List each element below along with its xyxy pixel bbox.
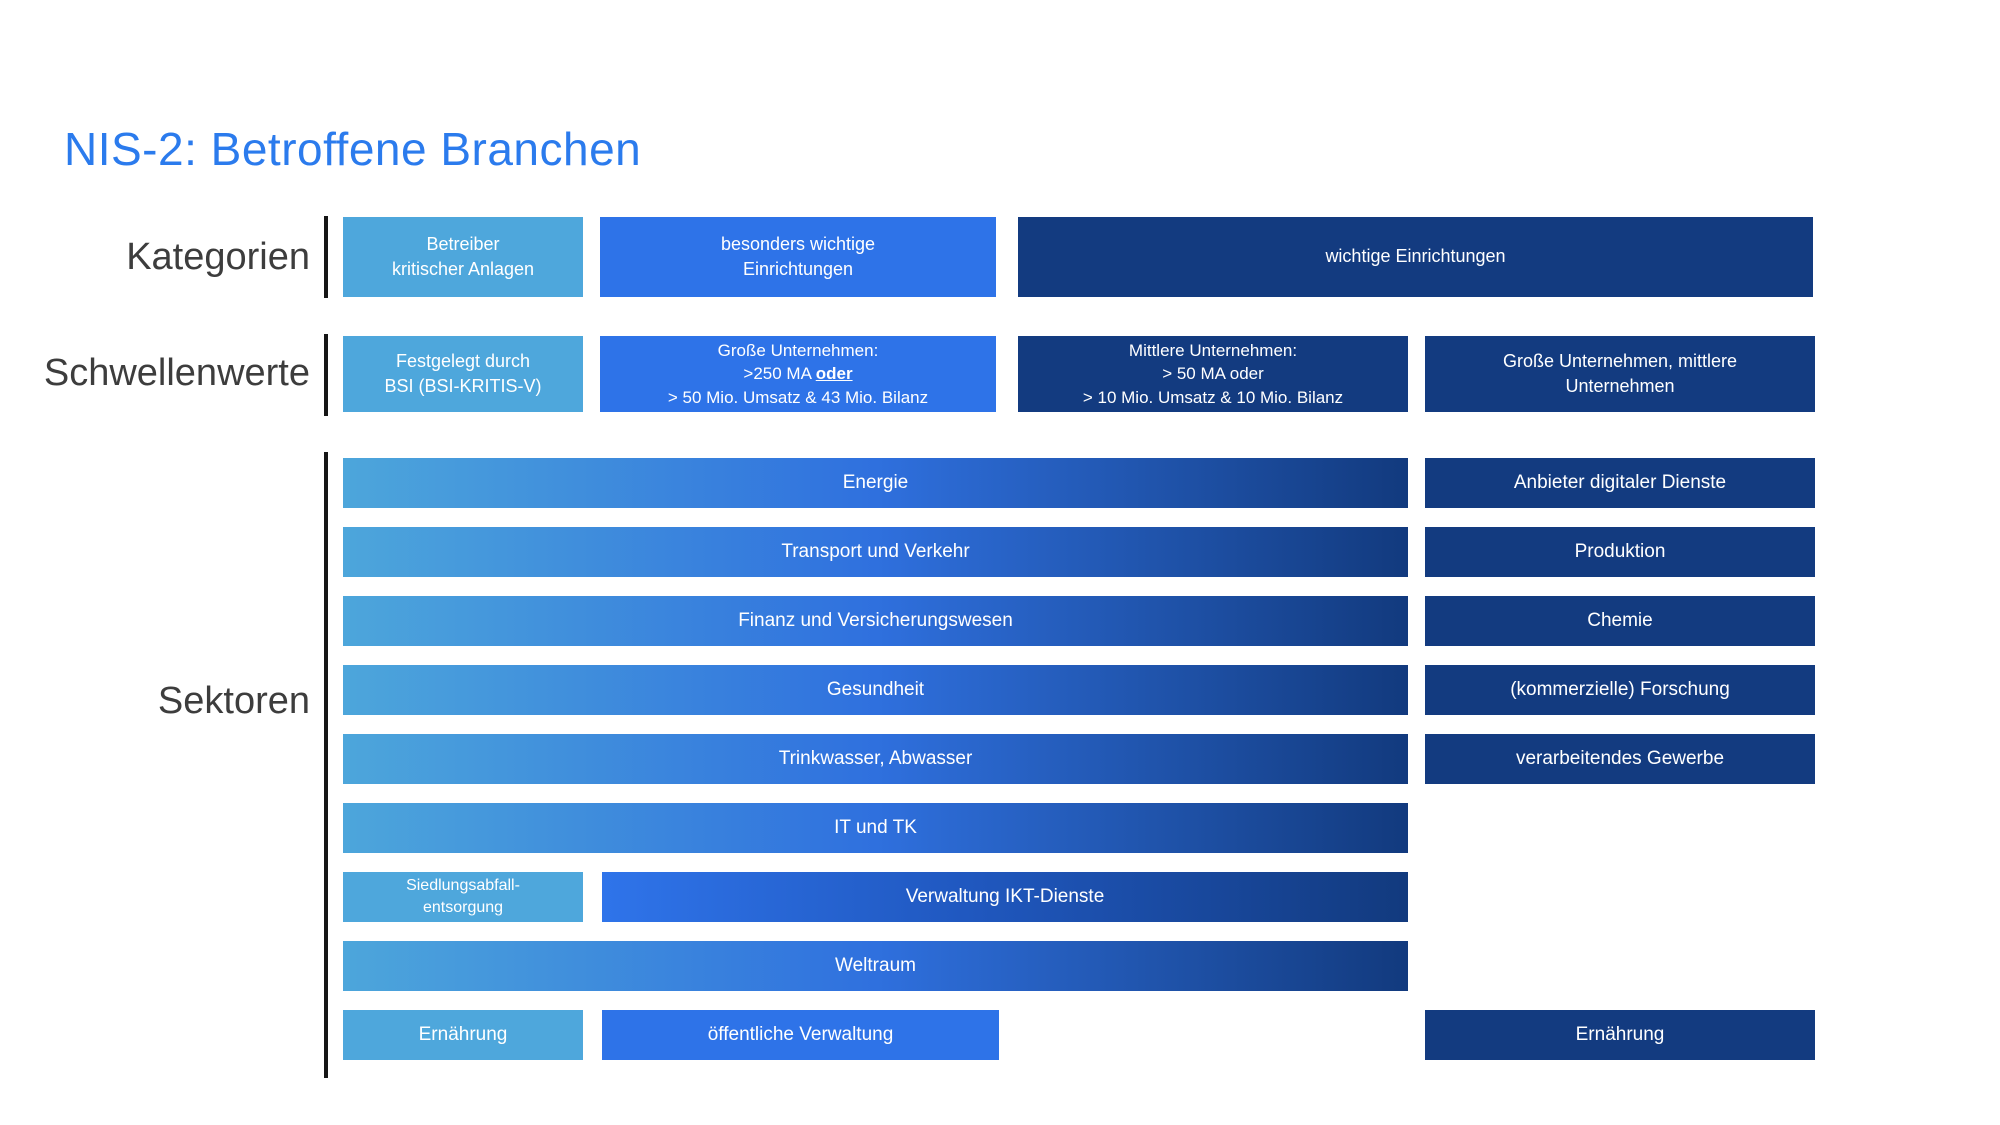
sector-label: Anbieter digitaler Dienste bbox=[1513, 471, 1727, 493]
sector-label: Weltraum bbox=[835, 954, 916, 976]
box-line: > 10 Mio. Umsatz & 10 Mio. Bilanz bbox=[1082, 387, 1344, 407]
sector-label: Energie bbox=[842, 471, 909, 493]
digital-sector-box-kommerzielle-forschung: (kommerzielle) Forschung bbox=[1425, 665, 1815, 715]
box-line: >250 MA oder bbox=[743, 362, 852, 385]
threshold-box-bsi-kritis: Festgelegt durch BSI (BSI-KRITIS-V) bbox=[343, 336, 583, 412]
row-label-schwellenwerte: Schwellenwerte bbox=[43, 352, 310, 394]
sector-box-siedlungsabfallentsorgung: Siedlungsabfall- entsorgung bbox=[343, 872, 583, 922]
category-box-betreiber-kritischer-anlagen: Betreiber kritischer Anlagen bbox=[343, 217, 583, 297]
sector-row-trinkwasser-abwasser: Trinkwasser, Abwasser bbox=[343, 734, 1408, 784]
box-line: Einrichtungen bbox=[742, 259, 854, 279]
box-line: wichtige Einrichtungen bbox=[1325, 246, 1506, 267]
sector-row-energie: Energie bbox=[343, 458, 1408, 508]
box-line: BSI (BSI-KRITIS-V) bbox=[384, 376, 542, 396]
digital-sector-box-chemie: Chemie bbox=[1425, 596, 1815, 646]
sector-row-gesundheit: Gesundheit bbox=[343, 665, 1408, 715]
oder-emphasis: oder bbox=[815, 364, 853, 384]
digital-sector-box-produktion: Produktion bbox=[1425, 527, 1815, 577]
sector-row-weltraum: Weltraum bbox=[343, 941, 1408, 991]
box-line: Mittlere Unternehmen: bbox=[1128, 340, 1298, 360]
sektoren-divider-line bbox=[324, 452, 328, 1078]
sector-row-finanz-und-versicherungswesen: Finanz und Versicherungswesen bbox=[343, 596, 1408, 646]
sector-label: Transport und Verkehr bbox=[781, 540, 970, 562]
threshold-box-grosse-unternehmen: Große Unternehmen: >250 MA oder > 50 Mio… bbox=[600, 336, 996, 412]
box-line-prefix: >250 MA bbox=[743, 364, 816, 384]
sector-label: IT und TK bbox=[834, 816, 917, 838]
box-line: Große Unternehmen, mittlere Unternehmen bbox=[1502, 350, 1738, 396]
sector-label: Chemie bbox=[1587, 609, 1653, 631]
sector-label: Produktion bbox=[1574, 540, 1666, 562]
digital-sector-box-ernaehrung: Ernährung bbox=[1425, 1010, 1815, 1060]
category-box-besonders-wichtige-einrichtungen: besonders wichtige Einrichtungen bbox=[600, 217, 996, 297]
row-label-kategorien: Kategorien bbox=[126, 236, 310, 278]
box-line: Große Unternehmen: bbox=[717, 340, 879, 360]
sector-label: Gesundheit bbox=[826, 678, 925, 700]
box-line: entsorgung bbox=[422, 899, 504, 916]
digital-sector-box-anbieter-digitaler-dienste: Anbieter digitaler Dienste bbox=[1425, 458, 1815, 508]
page-title: NIS-2: Betroffene Branchen bbox=[64, 123, 642, 175]
sector-label: (kommerzielle) Forschung bbox=[1510, 678, 1730, 700]
sector-row-transport-und-verkehr: Transport und Verkehr bbox=[343, 527, 1408, 577]
box-line: Festgelegt durch bbox=[395, 350, 531, 371]
sector-label: Ernährung bbox=[1575, 1023, 1665, 1045]
threshold-box-mittlere-unternehmen: Mittlere Unternehmen: > 50 MA oder > 10 … bbox=[1018, 336, 1408, 412]
sector-label: Finanz und Versicherungswesen bbox=[738, 609, 1013, 631]
category-box-wichtige-einrichtungen: wichtige Einrichtungen bbox=[1018, 217, 1813, 297]
sector-box-oeffentliche-verwaltung: öffentliche Verwaltung bbox=[602, 1010, 999, 1060]
sector-box-ernaehrung: Ernährung bbox=[343, 1010, 583, 1060]
sector-box-verwaltung-ikt-dienste: Verwaltung IKT-Dienste bbox=[602, 872, 1408, 922]
schwellenwerte-divider-line bbox=[324, 334, 328, 416]
box-line: Betreiber bbox=[426, 233, 500, 254]
kategorien-divider-line bbox=[324, 216, 328, 298]
box-line: Siedlungsabfall- bbox=[406, 877, 520, 895]
box-line: kritischer Anlagen bbox=[391, 259, 535, 279]
threshold-box-grosse-mittlere-unternehmen: Große Unternehmen, mittlere Unternehmen bbox=[1425, 336, 1815, 412]
sector-label: Trinkwasser, Abwasser bbox=[778, 747, 973, 769]
box-line: > 50 MA oder bbox=[1162, 364, 1264, 384]
sector-row-it-und-tk: IT und TK bbox=[343, 803, 1408, 853]
sector-label: öffentliche Verwaltung bbox=[707, 1023, 894, 1045]
sector-label: Ernährung bbox=[418, 1023, 508, 1045]
sector-label: verarbeitendes Gewerbe bbox=[1515, 747, 1725, 769]
digital-sector-box-verarbeitendes-gewerbe: verarbeitendes Gewerbe bbox=[1425, 734, 1815, 784]
row-label-sektoren: Sektoren bbox=[157, 680, 310, 722]
sector-label: Verwaltung IKT-Dienste bbox=[905, 885, 1105, 907]
box-line: besonders wichtige bbox=[720, 233, 876, 254]
box-line: > 50 Mio. Umsatz & 43 Mio. Bilanz bbox=[667, 387, 929, 407]
